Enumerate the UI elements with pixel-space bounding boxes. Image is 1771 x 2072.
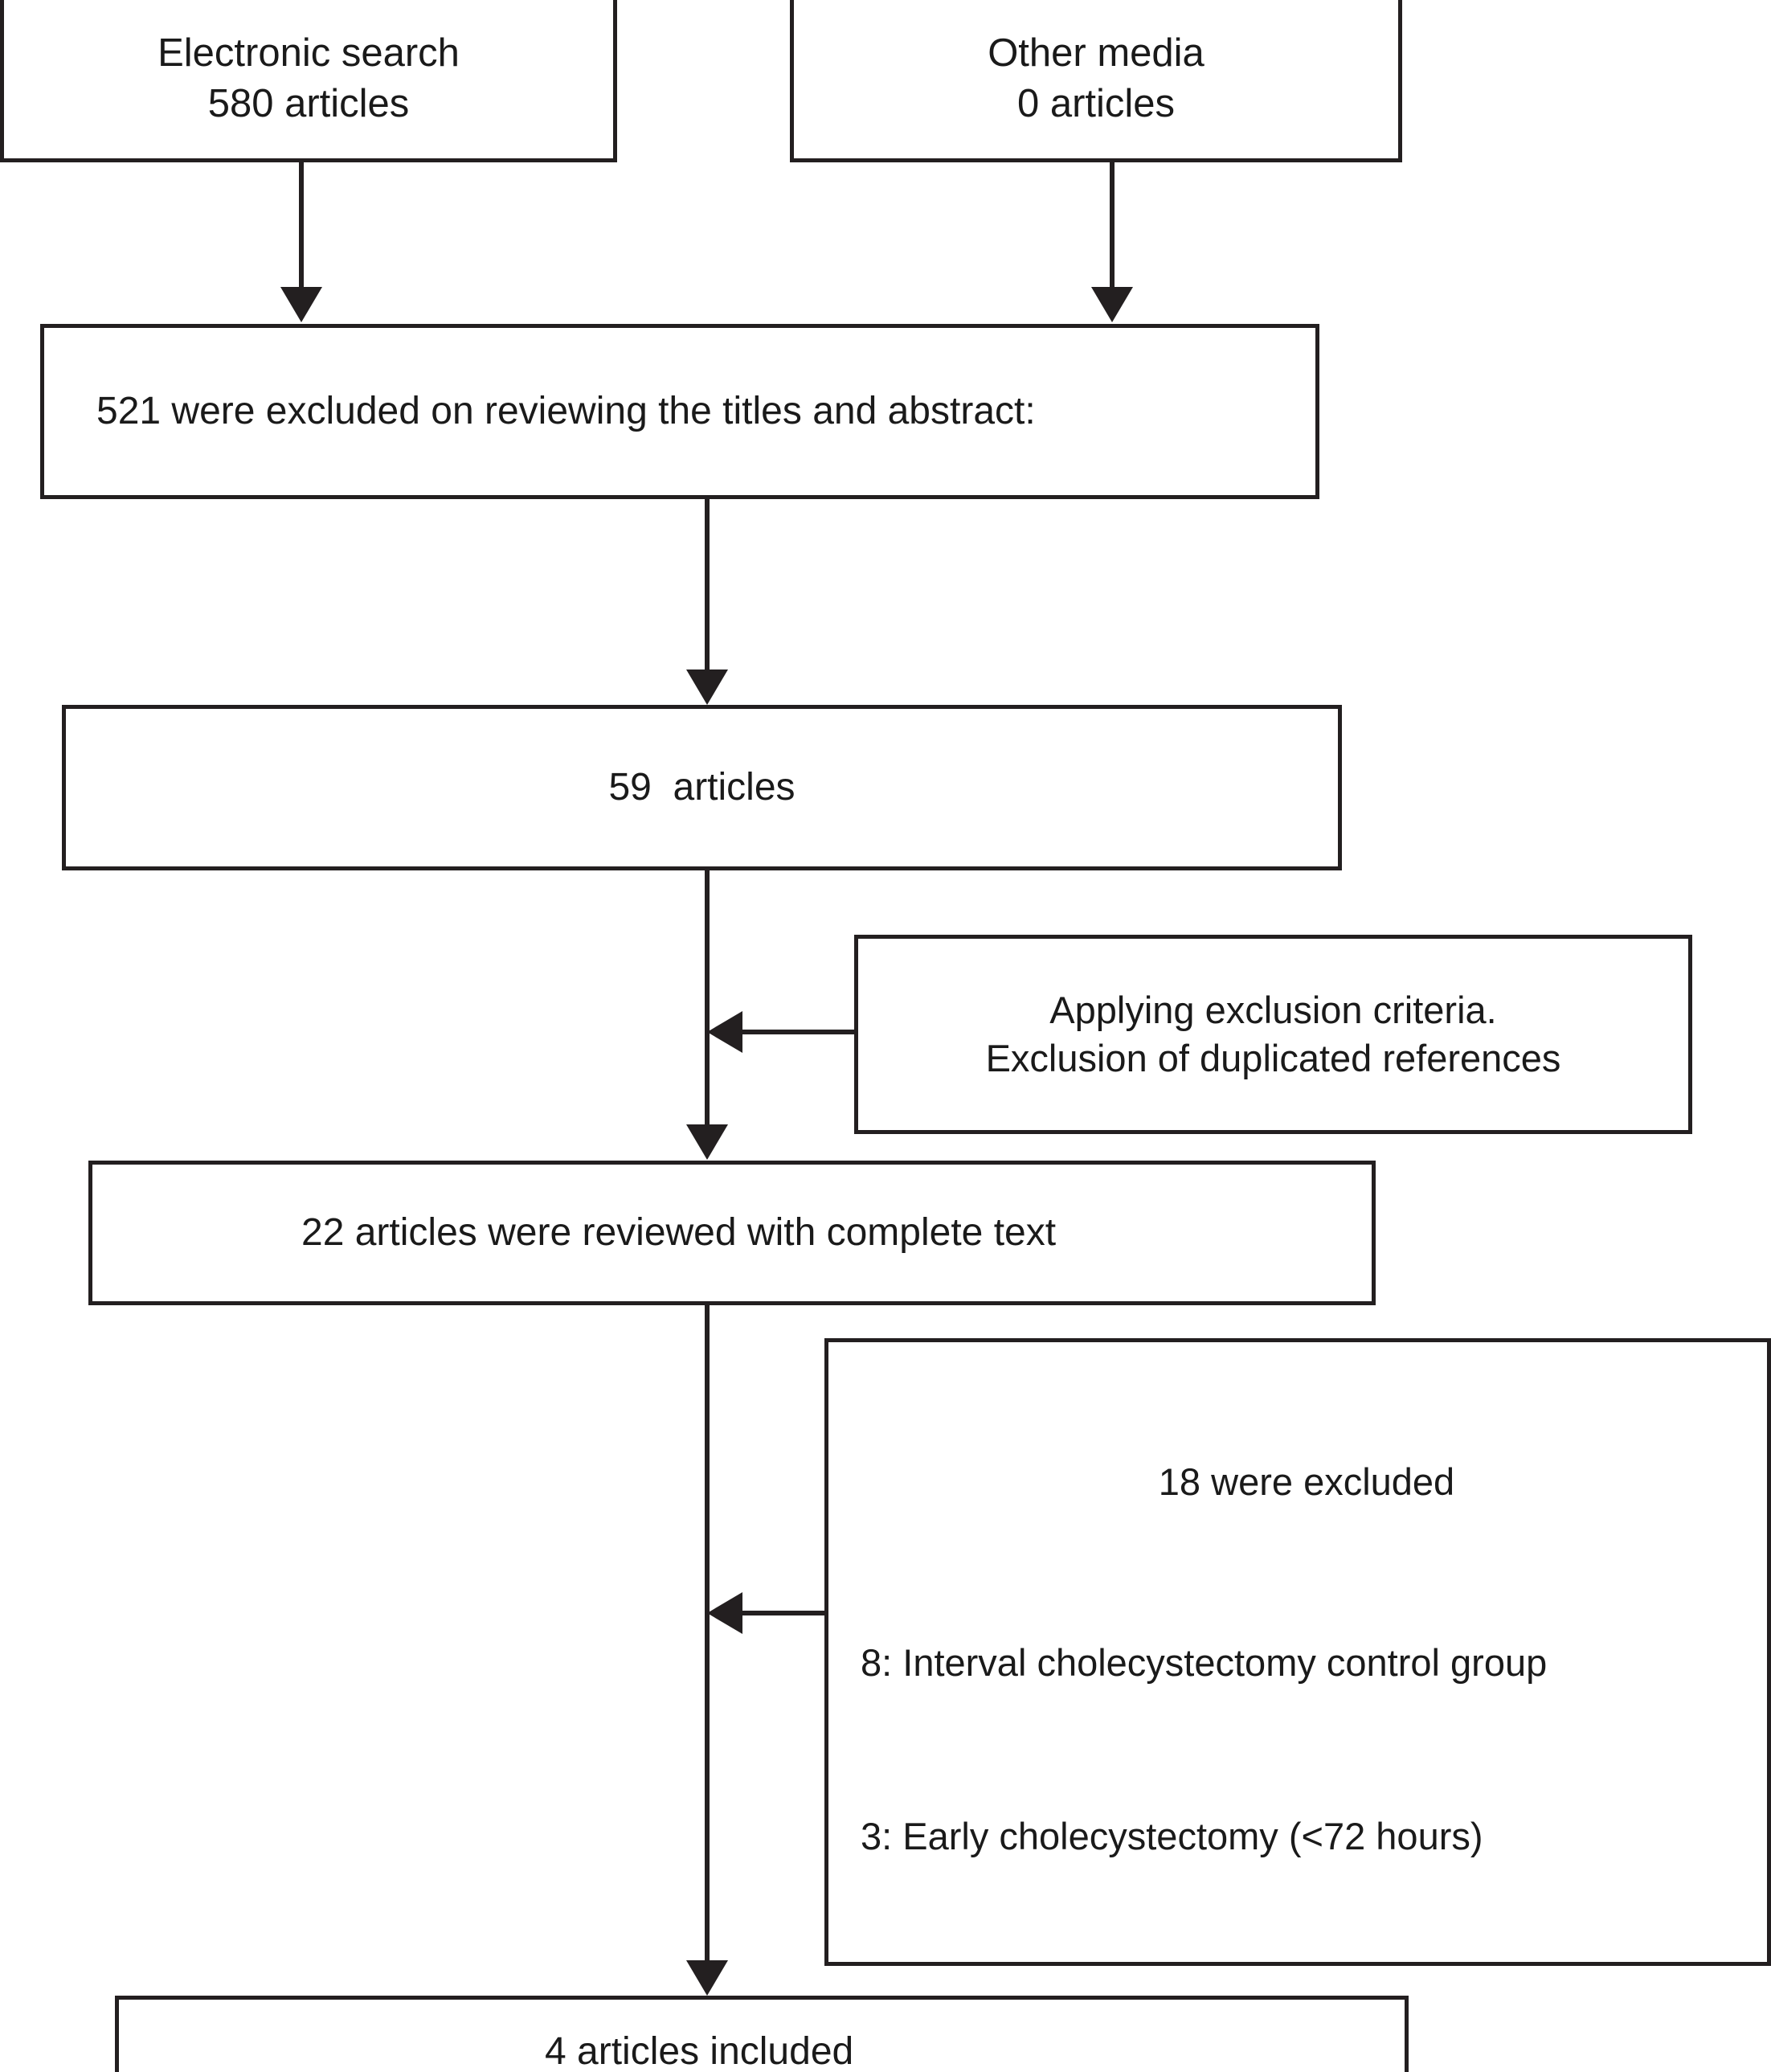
- node-eighteen-excluded-heading: 18 were excluded: [1158, 1460, 1455, 1504]
- arrowhead-fiftynine-to-twentytwo: [686, 1124, 728, 1160]
- node-excluded-on-titles-abstract: 521 were excluded on reviewing the title…: [40, 324, 1319, 499]
- node-four-articles-included-label: 4 articles included: [545, 2030, 854, 2072]
- node-exclusion-criteria-label: Applying exclusion criteria. Exclusion o…: [985, 988, 1561, 1079]
- arrowhead-other-media-to-excluded: [1091, 287, 1133, 322]
- connector-exclusion-criteria-to-spine: [721, 1030, 856, 1034]
- connector-excluded-to-fiftynine: [705, 499, 710, 670]
- arrowhead-electronic-search-to-excluded: [280, 287, 322, 322]
- node-eighteen-excluded: 18 were excluded 8: Interval cholecystec…: [824, 1338, 1771, 2032]
- connector-electronic-search-to-excluded: [299, 162, 304, 287]
- node-twenty-two-articles-full-text-label: 22 articles were reviewed with complete …: [301, 1211, 1057, 1255]
- node-electronic-search: Electronic search 580 articles: [0, 0, 617, 162]
- node-other-media-label: Other media 0 articles: [988, 31, 1205, 125]
- node-excluded-on-titles-abstract-label: 521 were excluded on reviewing the title…: [96, 390, 1036, 433]
- node-electronic-search-label: Electronic search 580 articles: [157, 31, 460, 125]
- node-eighteen-excluded-content: 18 were excluded 8: Interval cholecystec…: [861, 1362, 1753, 2072]
- exclusion-reason-item: 3: Early cholecystectomy (<72 hours): [861, 1815, 1483, 1858]
- node-exclusion-criteria: Applying exclusion criteria. Exclusion o…: [854, 935, 1692, 1134]
- arrowhead-eighteen-excluded-to-spine: [707, 1592, 742, 1634]
- arrowhead-excluded-to-fiftynine: [686, 670, 728, 705]
- connector-fiftynine-to-twentytwo: [705, 870, 710, 1124]
- connector-eighteen-excluded-to-spine: [721, 1611, 827, 1615]
- connector-other-media-to-excluded: [1110, 162, 1115, 287]
- node-twenty-two-articles-full-text: 22 articles were reviewed with complete …: [88, 1161, 1376, 1305]
- node-other-media: Other media 0 articles: [790, 0, 1402, 162]
- node-fifty-nine-articles: 59 articles: [62, 705, 1342, 870]
- arrowhead-twentytwo-to-four: [686, 1960, 728, 1996]
- arrowhead-exclusion-criteria-to-spine: [707, 1011, 742, 1053]
- exclusion-reason-item: 8: Interval cholecystectomy control grou…: [861, 1640, 1548, 1684]
- node-fifty-nine-articles-label: 59 articles: [608, 766, 796, 809]
- node-four-articles-included: 4 articles included: [115, 1996, 1409, 2072]
